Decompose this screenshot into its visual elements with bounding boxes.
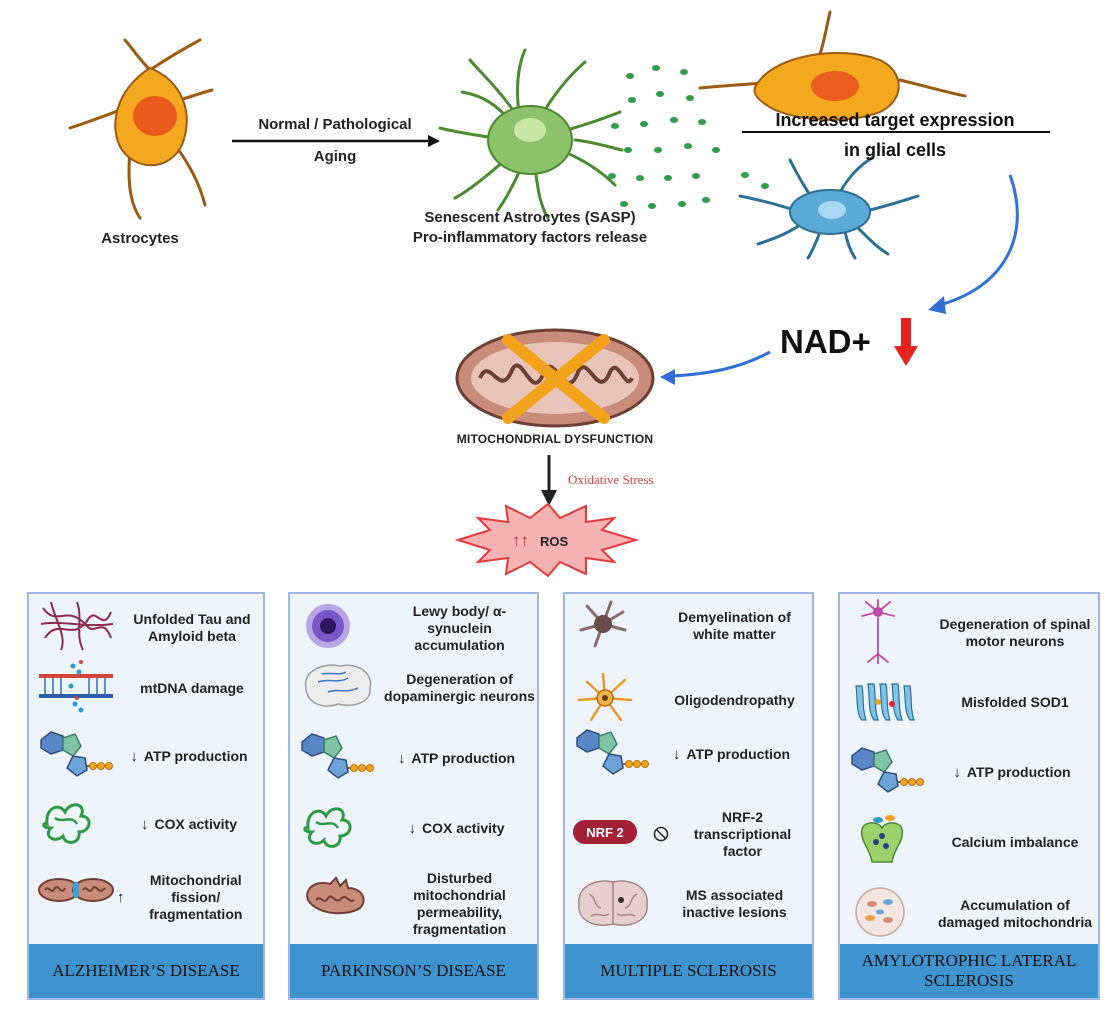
atp-molecule-icon <box>40 731 113 777</box>
curve-arrow-to-mito <box>671 350 771 378</box>
list-item: Misfolded SOD1 <box>840 672 1098 732</box>
senescent-astrocyte-icon <box>438 48 624 220</box>
item-text: ↓COX activity <box>408 819 505 837</box>
curve-arrow-to-nad <box>939 174 1019 307</box>
list-item: NRF 2 NRF-2 transcriptional factor <box>565 804 812 864</box>
mito-dysfunction-label: MITOCHONDRIAL DYSFUNCTION <box>456 432 654 446</box>
aging-arrow <box>232 135 440 147</box>
list-item: MS associated inactive lesions <box>565 874 812 934</box>
motor-neuron-icon <box>861 599 895 664</box>
mitochondria-fission-icon <box>38 878 114 902</box>
panel-multiple-sclerosis: Demyelination of white matter Oligodendr… <box>563 592 814 1000</box>
brain-icon <box>304 664 372 707</box>
sod1-protein-icon <box>855 683 915 721</box>
list-item: Oligodendropathy <box>565 670 812 730</box>
item-text: ↓ATP production <box>953 763 1071 781</box>
item-text: Oligodendropathy <box>674 691 795 708</box>
top-illustration <box>68 10 1050 578</box>
panel-als: Degeneration of spinal motor neurons Mis… <box>838 592 1100 1000</box>
list-item: Unfolded Tau and Amyloid beta <box>29 598 263 658</box>
ros-label: ROS <box>540 534 569 549</box>
brain-section-icon <box>578 880 648 926</box>
senescent-label-line2: Pro-inflammatory factors release <box>412 229 648 246</box>
panel-title: MULTIPLE SCLEROSIS <box>565 944 812 998</box>
item-text: Degeneration of dopaminergic neurons <box>384 671 535 704</box>
senescent-label-line1: Senescent Astrocytes (SASP) <box>424 209 636 226</box>
list-item: Demyelination of white matter <box>565 596 812 656</box>
item-text: Lewy body/ α-synuclein accumulation <box>412 602 507 653</box>
sasp-dots <box>608 65 769 209</box>
tau-fibril-icon <box>40 601 114 651</box>
inhibit-icon <box>653 826 669 842</box>
oxidative-stress-label: Oxidative Stress <box>568 472 654 487</box>
item-text: Unfolded Tau and Amyloid beta <box>133 611 251 644</box>
list-item: ↓ATP production <box>29 726 263 786</box>
calcium-channel-icon <box>861 815 903 863</box>
lewy-body-icon <box>306 604 350 648</box>
cell-mitochondria-icon <box>855 887 905 937</box>
glial-cell-blue-icon <box>738 156 920 260</box>
damaged-mitochondria-icon <box>306 876 365 915</box>
mitochondrion-crossed-icon <box>455 328 655 428</box>
item-text: ↓COX activity <box>141 815 237 833</box>
panel-title: PARKINSON’S DISEASE <box>290 944 537 998</box>
atp-molecule-icon <box>576 729 649 775</box>
ros-burst <box>454 502 640 578</box>
panel-parkinsons: Lewy body/ α-synuclein accumulation Dege… <box>288 592 539 1000</box>
glial-cell-orange-icon <box>698 10 967 121</box>
astrocyte-cell-icon <box>68 38 214 220</box>
nrf2-icon: NRF 2 <box>573 804 653 860</box>
atp-molecule-icon <box>301 733 374 779</box>
nad-label: NAD+ <box>780 323 871 360</box>
list-item: ↓ATP production <box>565 724 812 784</box>
atp-molecule-icon <box>851 747 924 793</box>
cox-enzyme-icon <box>303 807 352 848</box>
list-item: ↓ATP production <box>840 742 1098 802</box>
astrocytes-label: Astrocytes <box>101 230 179 247</box>
panel-alzheimers: Unfolded Tau and Amyloid beta mtDNA dama… <box>27 592 265 1000</box>
item-text: NRF-2 transcriptional factor <box>653 804 810 864</box>
item-text: Demyelination of white matter <box>678 609 791 642</box>
item-text: Degeneration of spinal motor neurons <box>939 616 1091 649</box>
item-text: ↓ATP production <box>397 749 516 767</box>
item-text: ↑Mitochondrial fission/ fragmentation <box>117 871 243 922</box>
item-text: Disturbed mitochondrial permeability, fr… <box>412 870 507 937</box>
list-item: ↓COX activity <box>290 798 537 858</box>
cox-enzyme-icon <box>42 803 91 844</box>
nad-decrease-arrow <box>894 318 918 366</box>
list-item: Disturbed mitochondrial permeability, fr… <box>290 866 537 942</box>
item-text: MS associated inactive lesions <box>682 887 787 920</box>
nrf2-badge: NRF 2 <box>573 820 637 844</box>
aging-label-line1: Normal / Pathological <box>258 116 412 133</box>
list-item: Degeneration of dopaminergic neurons <box>290 658 537 718</box>
item-text: Accumulation of damaged mitochondria <box>937 897 1093 930</box>
list-item: Calcium imbalance <box>840 812 1098 872</box>
oxidative-arrow <box>541 455 557 506</box>
aging-label-line2: Aging <box>313 148 357 165</box>
item-text: mtDNA damage <box>140 679 244 696</box>
list-item: Lewy body/ α-synuclein accumulation <box>290 598 537 658</box>
panel-title: ALZHEIMER’S DISEASE <box>29 944 263 998</box>
dna-damage-icon <box>39 660 113 713</box>
list-item: ↓COX activity <box>29 794 263 854</box>
list-item: mtDNA damage <box>29 658 263 718</box>
target-label-line1: Increased target expression <box>775 110 1015 130</box>
list-item: Accumulation of damaged mitochondria <box>840 884 1098 944</box>
list-item: ↓ATP production <box>290 728 537 788</box>
ros-up-arrows: ↑↑ <box>512 531 529 550</box>
item-text: Misfolded SOD1 <box>961 693 1069 710</box>
item-text: ↓ATP production <box>130 747 248 765</box>
target-label-line2: in glial cells <box>843 140 947 160</box>
list-item: ↑Mitochondrial fission/ fragmentation <box>29 862 263 932</box>
panel-title: AMYLOTROPHIC LATERAL SCLEROSIS <box>840 944 1098 998</box>
demyelination-icon <box>579 600 627 648</box>
item-text: ↓ATP production <box>672 745 791 763</box>
oligodendrocyte-icon <box>577 672 633 722</box>
list-item: Degeneration of spinal motor neurons <box>840 598 1098 668</box>
item-text: Calcium imbalance <box>951 833 1079 850</box>
